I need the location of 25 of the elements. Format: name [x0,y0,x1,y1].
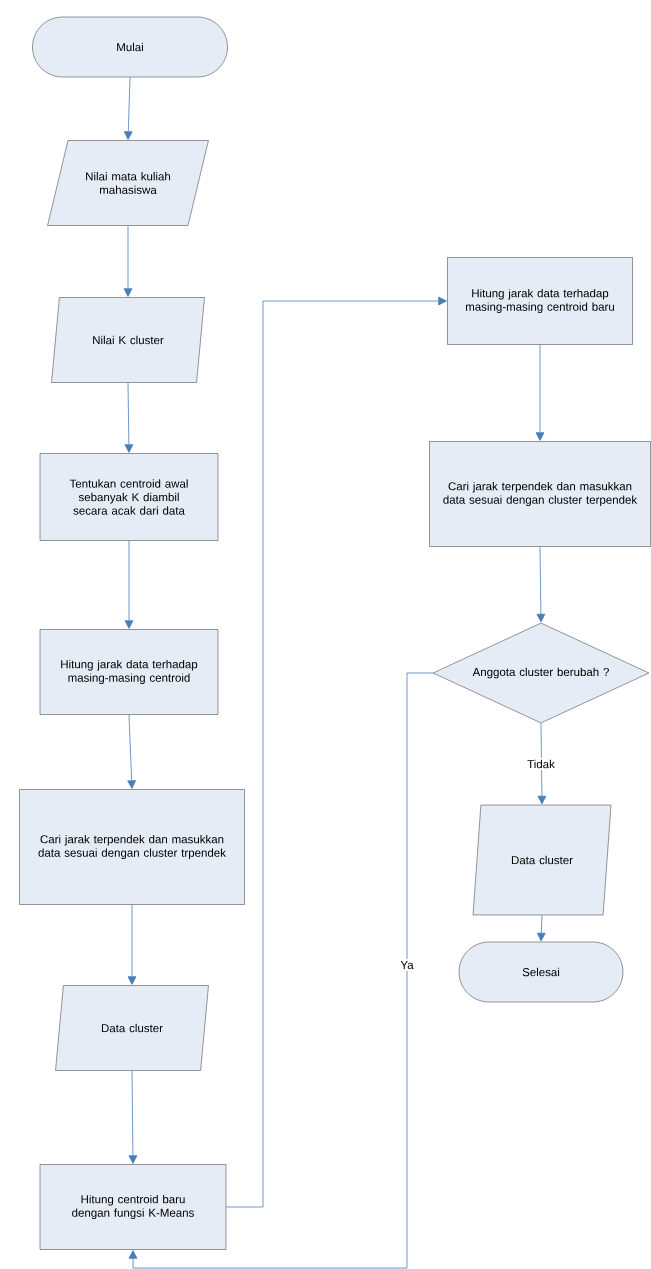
arrow [537,914,546,942]
arrow [225,296,447,1208]
process-box: Cari jarak terpendek dan masukkan data sesuai dengan cluster trpendek [19,789,245,905]
arrow [537,722,547,805]
process-box: Cari jarak terpendek dan masukkan data sesuai dengan cluster terpendek [429,441,651,547]
arrow [123,225,133,297]
data-parallelogram: Nilai K cluster [51,297,205,383]
process-box: Hitung jarak data terhadap masing-masing centroid baru [447,257,633,345]
edge-label: Tidak [525,757,557,771]
arrow [124,382,134,453]
arrow [124,540,134,629]
data-parallelogram: Data cluster [55,985,209,1071]
arrow [123,76,133,140]
process-box: Hitung centroid baru dengan fungsi K-Means [39,1164,227,1250]
data-parallelogram: Data cluster [472,804,612,916]
arrow [535,344,545,441]
arrow [536,546,546,623]
arrow [127,904,137,985]
arrow [127,714,136,789]
arrow [128,672,434,1269]
arrow [128,1070,138,1164]
process-box: Hitung jarak data terhadap masing-masing centroid [39,629,219,715]
data-parallelogram: Nilai mata kuliah mahasiswa [47,140,209,226]
process-box: Tentukan centroid awal sebanyak K diambil secara acak dari data [39,453,219,541]
edge-label: Ya [398,959,416,971]
